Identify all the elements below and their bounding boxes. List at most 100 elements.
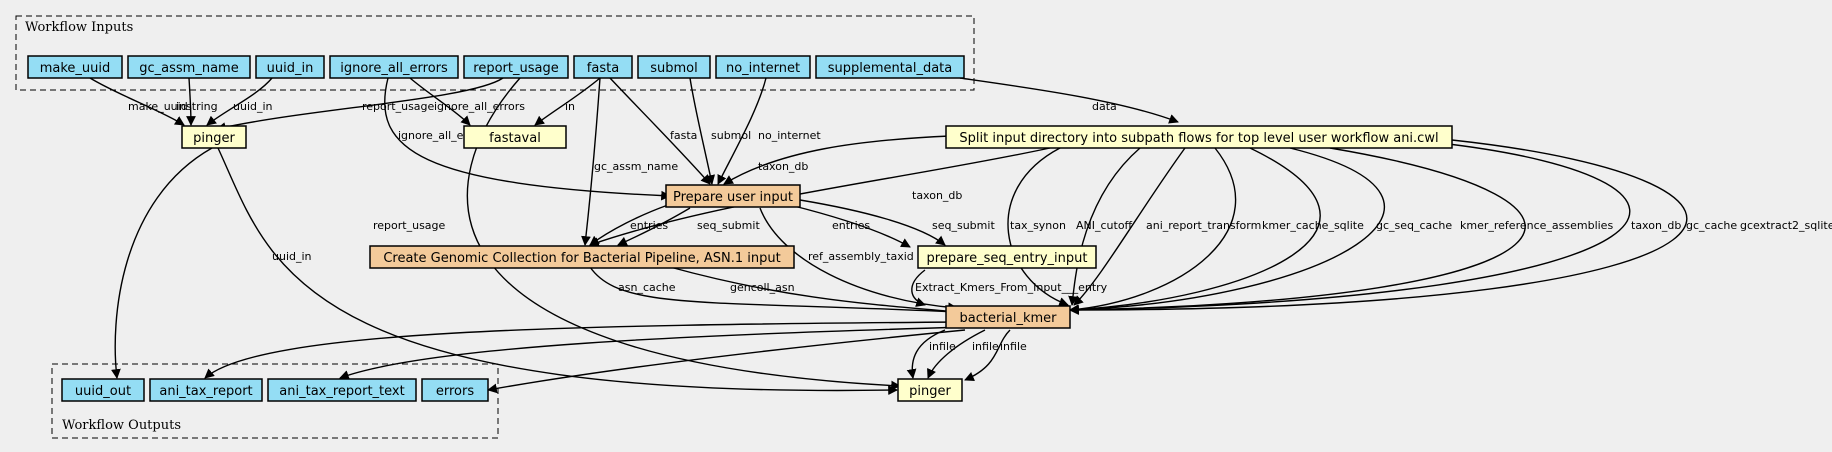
step-pinger-bottom-label: pinger xyxy=(909,384,951,399)
output-ani-tax-report-label: ani_tax_report xyxy=(159,384,252,399)
edge-fasta-fastaval xyxy=(534,77,601,126)
edge-label-kmer-cache-sqlite: kmer_cache_sqlite xyxy=(1262,219,1364,232)
edge-label-seq-submit-pse: seq_submit xyxy=(932,219,995,232)
edge-gc-cache xyxy=(1069,142,1631,315)
edge-extract-kmers xyxy=(911,269,926,307)
input-no-internet-label: no_internet xyxy=(726,61,800,76)
edge-fasta-prep xyxy=(609,77,711,185)
edges xyxy=(89,77,1688,396)
edge-label-fasta: fasta xyxy=(670,129,697,142)
edge-label-gencoll-asn: gencoll_asn xyxy=(730,281,795,294)
input-fasta[interactable]: fasta xyxy=(573,55,633,79)
edge-make-uuid xyxy=(89,77,185,126)
edge-infile-3 xyxy=(964,329,1011,382)
input-uuid-in-label: uuid_in xyxy=(267,61,314,76)
input-submol-label: submol xyxy=(650,61,698,76)
edge-seq-submit-create xyxy=(617,207,691,246)
edge-label-data: data xyxy=(1092,100,1117,113)
input-no-internet[interactable]: no_internet xyxy=(715,55,811,79)
edge-submol xyxy=(689,77,716,185)
step-fastaval-label: fastaval xyxy=(489,131,541,146)
step-bacterial-kmer[interactable]: bacterial_kmer xyxy=(945,305,1071,329)
output-uuid-out[interactable]: uuid_out xyxy=(61,378,145,402)
output-errors-label: errors xyxy=(436,384,474,399)
edge-gc-seq-cache xyxy=(1069,147,1321,315)
edge-gencoll-asn xyxy=(669,266,958,317)
input-ignore-all-errors[interactable]: ignore_all_errors xyxy=(329,55,459,79)
edge-ani-cutoff xyxy=(1068,147,1141,306)
step-split-label: Split input directory into subpath flows… xyxy=(959,131,1438,146)
edge-taxon-db-kmer xyxy=(1069,147,1526,315)
edge-label-submol: submol xyxy=(711,129,751,142)
step-split[interactable]: Split input directory into subpath flows… xyxy=(945,125,1453,149)
edge-entries-pse xyxy=(789,204,911,248)
workflow-outputs-cluster: Workflow Outputs xyxy=(51,363,499,439)
edge-label-no-internet: no_internet xyxy=(758,129,821,142)
input-nodes: make_uuid gc_assm_name uuid_in ignore_al… xyxy=(27,55,965,79)
input-report-usage[interactable]: report_usage xyxy=(463,55,569,79)
step-create-collection[interactable]: Create Genomic Collection for Bacterial … xyxy=(369,245,795,269)
edge-entries-create xyxy=(589,204,669,246)
step-prepare-seq-entry-input-label: prepare_seq_entry_input xyxy=(927,251,1088,266)
step-fastaval[interactable]: fastaval xyxy=(463,125,567,149)
step-pinger-bottom[interactable]: pinger xyxy=(897,378,963,402)
workflow-inputs-label: Workflow Inputs xyxy=(25,20,133,35)
input-gc-assm-name[interactable]: gc_assm_name xyxy=(127,55,251,79)
edge-label-entries-create: entries xyxy=(630,219,668,232)
edge-label-in: in xyxy=(565,100,575,113)
input-fasta-label: fasta xyxy=(587,61,619,76)
edge-label-seq-submit-create: seq_submit xyxy=(697,219,760,232)
input-submol[interactable]: submol xyxy=(637,55,711,79)
output-errors[interactable]: errors xyxy=(421,378,489,402)
edge-gc-assm-name-create xyxy=(581,77,601,246)
output-nodes: uuid_out ani_tax_report ani_tax_report_t… xyxy=(61,378,489,402)
workflow-outputs-label: Workflow Outputs xyxy=(62,418,181,433)
input-supplemental-data[interactable]: supplemental_data xyxy=(815,55,965,79)
step-prepare-user-input[interactable]: Prepare user input xyxy=(665,184,801,208)
edge-report-usage-bottom xyxy=(466,77,901,391)
step-bacterial-kmer-label: bacterial_kmer xyxy=(959,311,1057,326)
edge-label-uuid-in: uuid_in xyxy=(233,100,273,113)
input-ignore-all-errors-label: ignore_all_errors xyxy=(340,61,448,76)
edge-label-ref-assembly-taxid: ref_assembly_taxid xyxy=(808,250,914,263)
edge-infile-1 xyxy=(906,329,946,379)
step-prepare-seq-entry-input[interactable]: prepare_seq_entry_input xyxy=(917,245,1097,269)
edge-seq-submit-pse xyxy=(799,199,946,246)
input-gc-assm-name-label: gc_assm_name xyxy=(139,61,238,76)
edge-label-taxon-db-prep: taxon_db xyxy=(758,160,808,173)
edge-gc-assm-name-instring xyxy=(186,77,196,126)
edge-uuid-in xyxy=(206,77,273,126)
edge-label-report-usage-bottom: report_usage xyxy=(373,219,446,232)
edge-tax-synon xyxy=(1007,147,1069,307)
edge-label-uuid-in-bottom: uuid_in xyxy=(272,250,312,263)
edge-taxon-db-create xyxy=(589,147,1051,247)
edge-label-report-usage: report_usage xyxy=(362,100,435,113)
edge-label-infile-1: infile xyxy=(929,340,956,353)
edge-pinger-uuid-out xyxy=(111,147,213,379)
edge-label-gc-seq-cache: gc_seq_cache xyxy=(1376,219,1452,232)
input-supplemental-data-label: supplemental_data xyxy=(828,61,952,76)
step-pinger-top[interactable]: pinger xyxy=(181,125,247,149)
edge-label-ignore-all-errors-fastaval: ignore_all_errors xyxy=(434,100,525,113)
edge-label-gc-cache: gc_cache xyxy=(1686,219,1737,232)
edge-kmer-reference-assemblies xyxy=(1069,147,1386,315)
input-make-uuid[interactable]: make_uuid xyxy=(27,55,123,79)
edge-infile-2 xyxy=(927,329,986,379)
output-ani-tax-report-text[interactable]: ani_tax_report_text xyxy=(267,378,417,402)
edge-kmer-errors xyxy=(487,329,966,394)
edge-label-entries-pse: entries xyxy=(832,219,870,232)
edge-label-ani-report-transform: ani_report_transform xyxy=(1146,219,1261,232)
edge-label-infile-2: infile xyxy=(972,340,999,353)
edge-kmer-ani-tax-report xyxy=(204,321,966,379)
output-ani-tax-report[interactable]: ani_tax_report xyxy=(149,378,263,402)
edge-label-tax-synon: tax_synon xyxy=(1010,219,1066,232)
edge-label-taxon-db-create: taxon_db xyxy=(912,189,962,202)
step-prepare-user-input-label: Prepare user input xyxy=(673,190,793,205)
edge-label-infile-3: infile xyxy=(1000,340,1027,353)
edge-uuid-in-bottom xyxy=(217,147,898,396)
edge-label-extract-kmers: Extract_Kmers_From_Input___entry xyxy=(915,281,1108,294)
edge-label-kmer-reference-assemblies: kmer_reference_assemblies xyxy=(1460,219,1613,232)
edge-ignore-all-errors-fastaval xyxy=(409,77,471,126)
input-uuid-in[interactable]: uuid_in xyxy=(255,55,325,79)
